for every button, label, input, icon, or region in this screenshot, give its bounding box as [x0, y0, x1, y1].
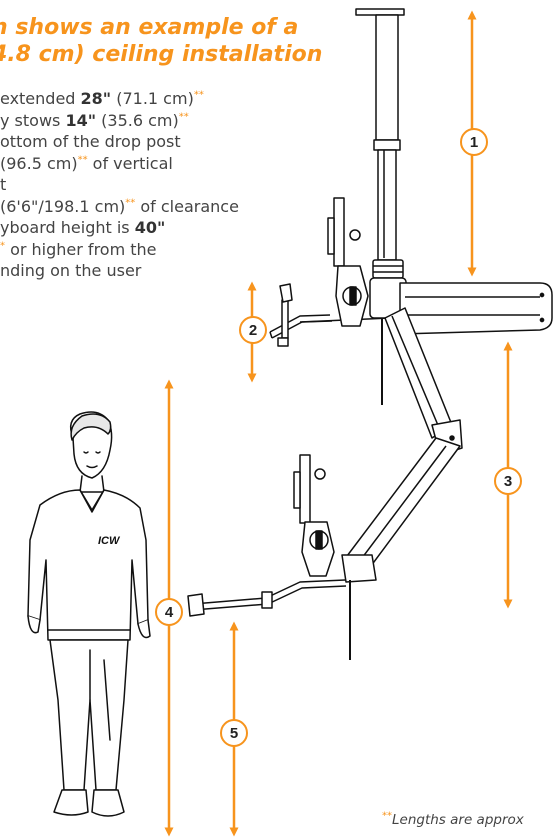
note-line: extended 28" (71.1 cm)** [0, 89, 204, 108]
note-line: yboard height is 40" [0, 218, 166, 237]
footnote: **Lengths are approx [382, 810, 524, 828]
svg-text:3: 3 [504, 473, 512, 490]
svg-text:2: 2 [249, 322, 257, 339]
trousers [49, 639, 129, 791]
sweater [27, 489, 149, 641]
right-shoe [91, 789, 125, 817]
svg-text:1: 1 [470, 134, 478, 151]
callout-3: 3 [494, 467, 522, 495]
note-line: y stows 14" (35.6 cm)** [0, 110, 189, 130]
horizontal-arm [399, 282, 553, 335]
note-line: t [0, 175, 7, 194]
svg-text:4: 4 [165, 604, 174, 621]
upper-monitor-plate [333, 197, 345, 267]
callout-5: 5 [220, 719, 248, 747]
dimension-notes: extended 28" (71.1 cm)** y stows 14" (35… [0, 88, 239, 282]
drop-post-extension [377, 149, 397, 261]
note-line: * or higher from the [0, 239, 157, 259]
callout-2: 2 [239, 316, 267, 344]
diagram-title: n shows an example of a 4.8 cm) ceiling … [0, 14, 552, 68]
callout-1: 1 [460, 128, 488, 156]
note-line: ottom of the drop post [0, 132, 181, 151]
ceiling-plate [355, 8, 405, 16]
title-line-2: 4.8 cm) ceiling installation [0, 42, 323, 67]
left-shoe [53, 789, 89, 816]
callout-4: 4 [155, 598, 183, 626]
ceiling-mounted-arm [187, 8, 553, 660]
drop-post [375, 14, 399, 141]
note-line: (96.5 cm)** of vertical [0, 153, 173, 173]
person-figure [27, 411, 151, 817]
svg-text:5: 5 [230, 725, 238, 742]
title-line-1: n shows an example of a [0, 15, 299, 40]
note-line: (6'6"/198.1 cm)** of clearance [0, 196, 239, 216]
note-line: nding on the user [0, 261, 142, 280]
lower-monitor-plate [299, 454, 311, 524]
sweater-logo: ICW [98, 535, 121, 547]
keyboard-tray-clamp [187, 593, 205, 617]
